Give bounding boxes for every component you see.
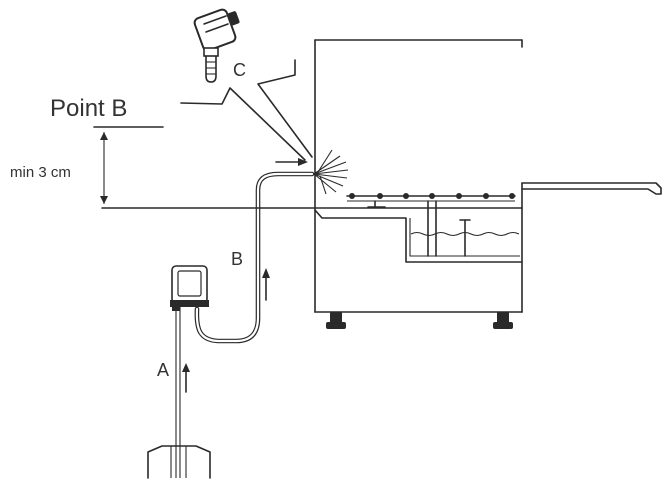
container xyxy=(147,445,211,479)
nozzle-callout-lines xyxy=(180,59,313,161)
label-a: A xyxy=(157,360,169,380)
pump-icon xyxy=(170,265,209,311)
delivery-tube xyxy=(194,171,315,344)
spray-jet xyxy=(313,149,349,195)
label-b: B xyxy=(231,249,243,269)
suction-line xyxy=(175,300,181,478)
label-c: C xyxy=(233,60,246,80)
machine xyxy=(314,39,662,329)
arrow-right-flow xyxy=(275,158,308,166)
dimension-min-3cm xyxy=(100,132,108,204)
label-point-b: Point B xyxy=(50,95,127,122)
arrow-up-a xyxy=(182,363,190,393)
label-min-height: min 3 cm xyxy=(10,164,71,181)
arrow-up-b xyxy=(262,268,270,301)
spray-nozzle-icon xyxy=(193,8,240,83)
